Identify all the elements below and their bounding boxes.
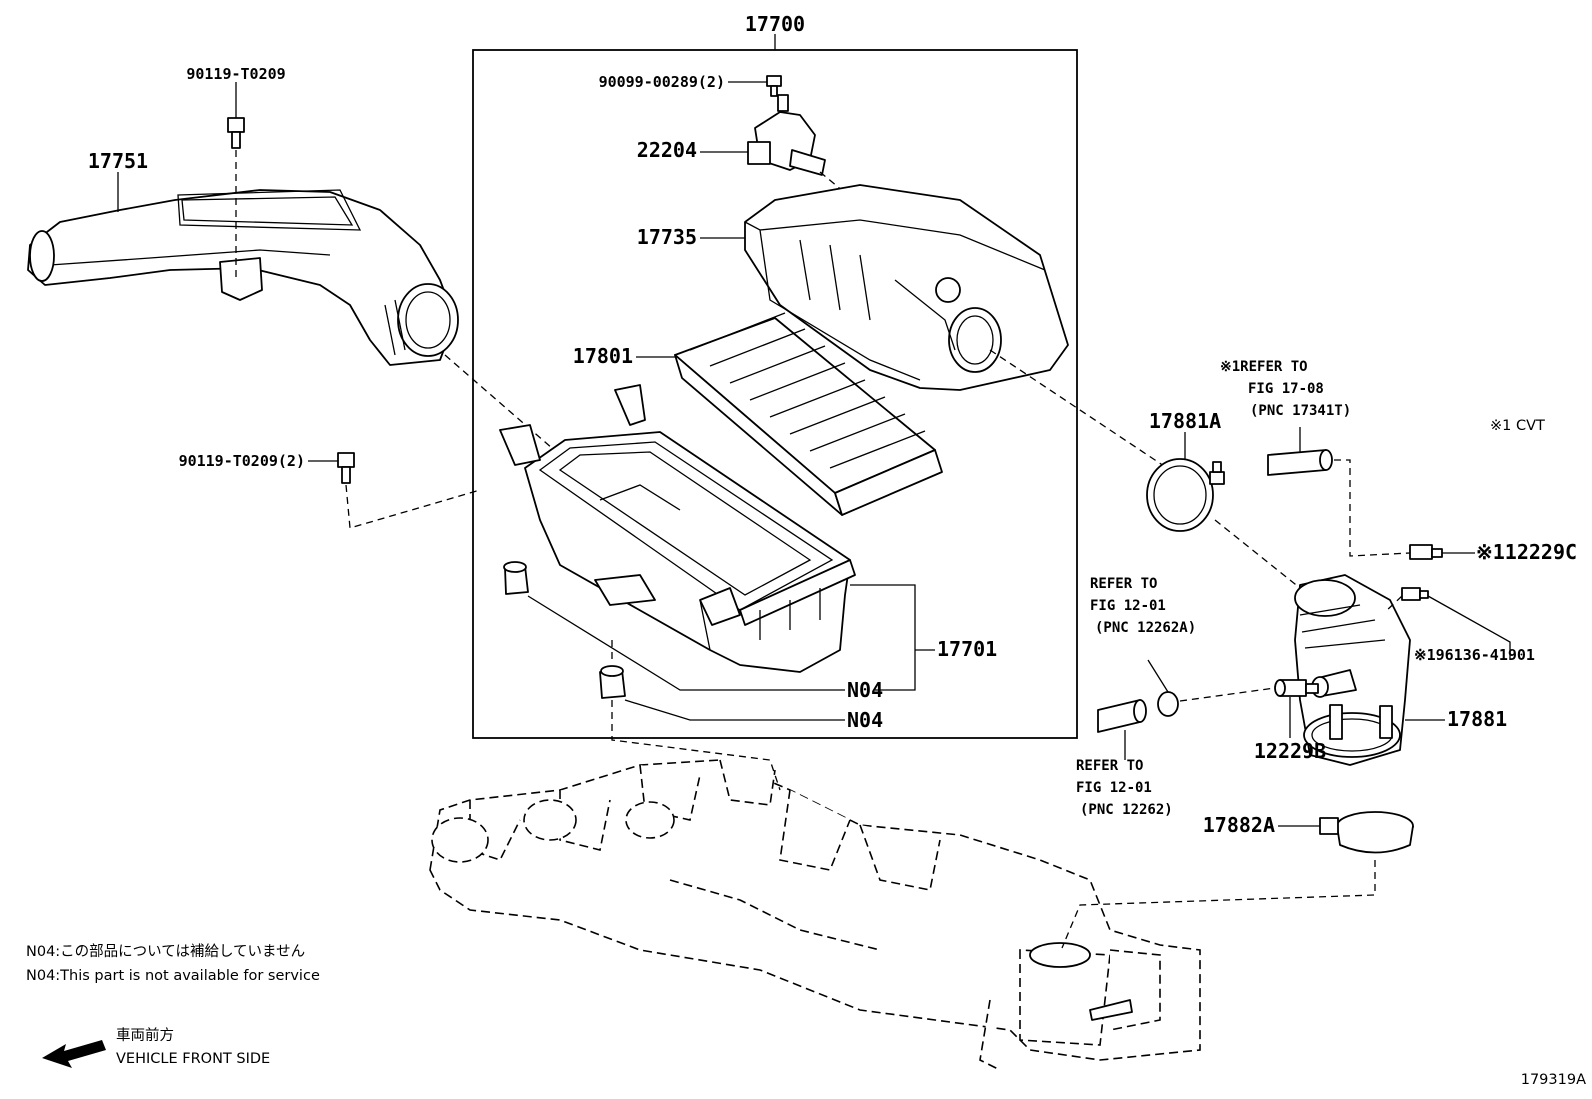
ref-tube-17341T	[1267, 449, 1327, 476]
callout-22204: 22204	[637, 138, 697, 162]
clamp-17882A[interactable]	[1319, 811, 1414, 854]
callout-90099-00289: 90099-00289(2)	[599, 73, 725, 91]
cover-17735[interactable]	[744, 184, 1069, 391]
sensor-22204[interactable]	[747, 94, 826, 176]
union-12229C[interactable]	[1409, 544, 1443, 560]
ref-line: (PNC 12262A)	[1095, 620, 1196, 636]
callout-17801: 17801	[573, 344, 633, 368]
ref-line: ※1REFER TO	[1220, 359, 1308, 375]
callout-12229C: ※112229C	[1476, 540, 1577, 564]
inlet-hose-17751[interactable]	[27, 189, 459, 366]
ref-line: REFER TO	[1090, 576, 1157, 592]
cvt-note: ※1 CVT	[1490, 418, 1545, 434]
callout-96136-41901: ※196136-41901	[1414, 646, 1535, 664]
refer-fig-12-01-b: REFER TO FIG 12-01 (PNC 12262)	[1076, 758, 1173, 818]
bolt-icon[interactable]	[227, 117, 245, 149]
grommet-icon[interactable]	[503, 561, 529, 595]
callout-12229B: 12229B	[1254, 739, 1326, 763]
ref-line: (PNC 17341T)	[1250, 403, 1351, 419]
callout-17735: 17735	[637, 225, 697, 249]
bolt-side-icon[interactable]	[337, 452, 355, 484]
union-12229B[interactable]	[1274, 679, 1319, 697]
ref-line: FIG 17-08	[1248, 381, 1324, 397]
grommet-icon[interactable]	[599, 665, 626, 699]
arrow-left-icon	[42, 1040, 106, 1068]
refer-fig-17-08: ※1REFER TO FIG 17-08 (PNC 17341T)	[1220, 359, 1351, 419]
callout-17882A: 17882A	[1203, 813, 1275, 837]
clamp-17881A[interactable]	[1146, 458, 1225, 532]
n04-note-en: N04:This part is not available for servi…	[26, 968, 320, 984]
callout-17700: 17700	[745, 12, 805, 36]
ref-line: REFER TO	[1076, 758, 1143, 774]
ref-line: FIG 12-01	[1076, 780, 1152, 796]
callout-N04-a: N04	[847, 678, 883, 702]
callout-17701: 17701	[937, 637, 997, 661]
ref-tube	[1097, 699, 1141, 733]
callout-17751: 17751	[88, 149, 148, 173]
case-17701[interactable]	[499, 384, 856, 673]
callout-17881A: 17881A	[1149, 409, 1221, 433]
callout-90119-T0209: 90119-T0209	[186, 65, 285, 83]
refer-fig-12-01-a: REFER TO FIG 12-01 (PNC 12262A)	[1090, 576, 1196, 636]
element-17801[interactable]	[674, 312, 943, 516]
screw-icon[interactable]	[766, 75, 782, 97]
ref-line: (PNC 12262)	[1080, 802, 1173, 818]
n04-note-jp: N04:この部品については補給していません	[26, 943, 305, 960]
gasket-ring-icon[interactable]	[1157, 691, 1179, 717]
ref-line: FIG 12-01	[1090, 598, 1166, 614]
gasket-96136[interactable]	[1401, 587, 1429, 601]
engine-outline	[429, 759, 1201, 1071]
outlet-hose-17881[interactable]	[1294, 574, 1411, 766]
front-label-jp: 車両前方	[116, 1027, 174, 1044]
callout-17881: 17881	[1447, 707, 1507, 731]
callout-N04-b: N04	[847, 708, 883, 732]
callout-90119-T0209-2: 90119-T0209(2)	[179, 452, 305, 470]
front-label-en: VEHICLE FRONT SIDE	[116, 1051, 270, 1067]
figure-id: 179319A	[1521, 1072, 1586, 1088]
